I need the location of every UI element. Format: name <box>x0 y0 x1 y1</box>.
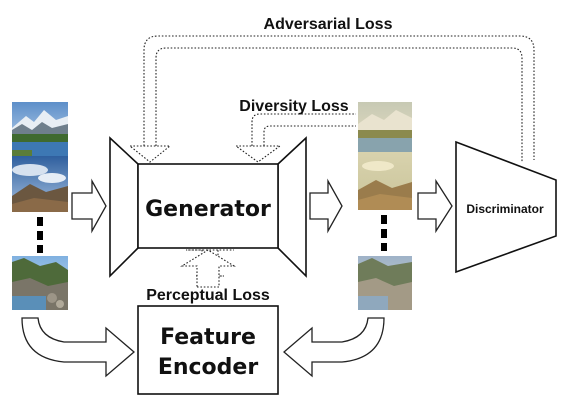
discriminator-block <box>455 140 557 274</box>
output-painting-mountain-lake <box>358 102 412 152</box>
output-to-encoder-curved-arrow <box>283 317 385 378</box>
input-photo-mountain-lake <box>12 102 68 156</box>
discriminator-label: Discriminator <box>466 202 544 216</box>
input-ellipsis-dot-3 <box>37 245 43 253</box>
diversity-loss-label: Diversity Loss <box>239 98 348 115</box>
adversarial-loss-label: Adversarial Loss <box>264 16 393 33</box>
generator-block <box>109 136 307 278</box>
output-ellipsis-dot-2 <box>381 229 387 238</box>
perceptual-loss-label: Perceptual Loss <box>146 287 270 304</box>
feature-encoder-box <box>137 305 279 395</box>
output-painting-rocky-coast <box>358 256 412 310</box>
feature-encoder-label-line2: Encoder <box>158 355 259 380</box>
input-ellipsis-dot-2 <box>37 231 43 240</box>
feature-encoder-label-line1: Feature <box>160 325 256 350</box>
input-photo-rocky-coast <box>12 256 68 310</box>
perceptual-loss-arrow <box>180 249 236 288</box>
generator-label: Generator <box>145 197 271 222</box>
output-painting-clouds-valley <box>358 152 412 210</box>
diversity-loss-path <box>234 113 356 163</box>
input-to-generator-arrow <box>71 178 107 234</box>
input-photo-clouds-valley <box>12 156 68 212</box>
input-ellipsis-dot-1 <box>37 217 43 226</box>
input-to-encoder-curved-arrow <box>21 317 135 378</box>
adversarial-loss-path <box>128 35 535 163</box>
generator-to-output-arrow <box>309 178 343 234</box>
output-to-discriminator-arrow <box>417 178 453 234</box>
output-ellipsis-dot-1 <box>381 215 387 224</box>
output-ellipsis-dot-3 <box>381 243 387 251</box>
